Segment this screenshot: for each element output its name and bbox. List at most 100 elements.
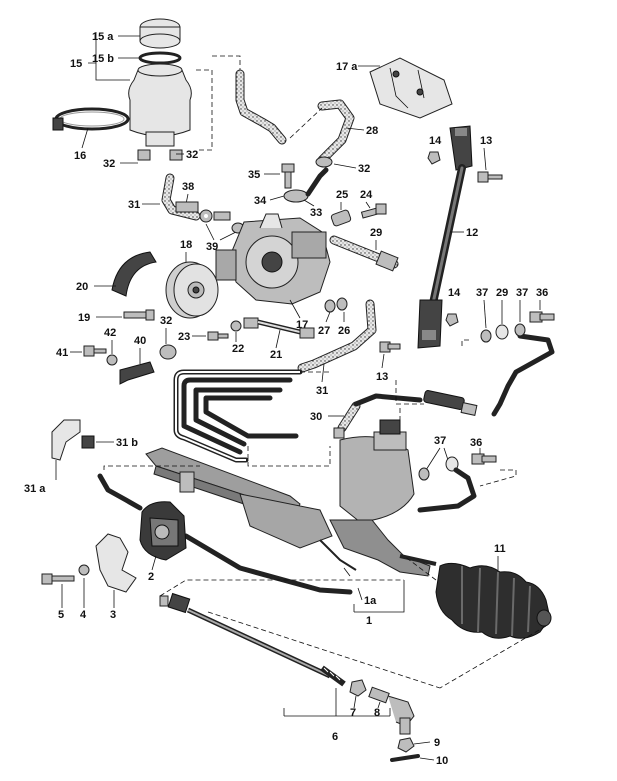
label-28: 28: [366, 125, 378, 137]
label-31b: 31: [316, 385, 328, 397]
label-2: 2: [148, 571, 154, 583]
reservoir-assembly: [128, 18, 192, 161]
label-35: 35: [248, 169, 260, 181]
banjo-fitting-33: [283, 167, 329, 203]
bolt-36b: [471, 453, 497, 465]
label-31bb: 31 b: [116, 437, 138, 449]
boot-11: [435, 562, 552, 639]
label-32a: 32: [103, 158, 115, 170]
label-15a: 15 a: [92, 31, 114, 43]
label-16: 16: [74, 150, 86, 162]
label-15: 15: [70, 58, 82, 70]
cotter-pin-10: [390, 754, 420, 762]
bolt-36a: [529, 311, 555, 323]
label-37a: 37: [476, 287, 488, 299]
label-29b: 29: [496, 287, 508, 299]
label-22: 22: [232, 343, 244, 355]
belt-guard-20: [111, 251, 157, 297]
label-13b: 13: [376, 371, 388, 383]
label-30: 30: [310, 411, 322, 423]
label-25: 25: [336, 189, 348, 201]
label-12: 12: [466, 227, 478, 239]
label-31a: 31: [128, 199, 140, 211]
label-19: 19: [78, 312, 90, 324]
hose-31-upper: [161, 173, 201, 221]
spacer-25: [330, 209, 352, 227]
power-steering-pump-17: [215, 213, 331, 305]
label-23: 23: [178, 331, 190, 343]
steering-shaft-12: [417, 125, 473, 349]
label-33: 33: [310, 207, 322, 219]
label-38: 38: [182, 181, 194, 193]
tie-rod-6: [159, 592, 346, 687]
label-29a: 29: [370, 227, 382, 239]
label-14a: 14: [429, 135, 442, 147]
hose-clamp-16: [52, 107, 130, 131]
label-7: 7: [350, 707, 356, 719]
label-26: 26: [338, 325, 350, 337]
label-10: 10: [436, 755, 448, 767]
label-6: 6: [332, 731, 338, 743]
label-1a: 1a: [364, 595, 377, 607]
label-27: 27: [318, 325, 330, 337]
nut-7: [349, 679, 367, 697]
label-8: 8: [374, 707, 380, 719]
pipe-21: [243, 317, 315, 339]
label-14b: 14: [448, 287, 461, 299]
hose-31-lower: [297, 299, 377, 373]
bracket-17a: [369, 57, 453, 119]
bolt-13a: [477, 171, 503, 183]
pulley-18: [165, 261, 219, 319]
bracket-31a: [51, 419, 95, 461]
label-39: 39: [206, 241, 218, 253]
label-13a: 13: [480, 135, 492, 147]
hose-28: [317, 99, 355, 165]
steering-rack-1: [145, 419, 437, 577]
bushing-2: [139, 501, 187, 561]
hose-29: [329, 235, 399, 272]
bolt-41: [83, 345, 107, 357]
hose-30: [333, 393, 423, 439]
bracket-40: [119, 361, 155, 385]
label-32b: 32: [186, 149, 198, 161]
bolt-24: [360, 203, 387, 219]
label-3: 3: [110, 609, 116, 621]
label-41: 41: [56, 347, 68, 359]
label-17a: 17 a: [336, 61, 358, 73]
clamp-32d: [159, 344, 177, 360]
label-5: 5: [58, 609, 64, 621]
label-37c: 37: [434, 435, 446, 447]
bolt-19: [123, 309, 155, 321]
label-32c: 32: [358, 163, 370, 175]
label-31aa: 31 a: [24, 483, 46, 495]
tie-rod-end-8: [368, 686, 415, 735]
label-1: 1: [366, 615, 372, 627]
label-11: 11: [494, 543, 506, 555]
label-21: 21: [270, 349, 282, 361]
label-20: 20: [76, 281, 88, 293]
label-36a: 36: [536, 287, 548, 299]
label-15b: 15 b: [92, 53, 114, 65]
bolt-35: [281, 163, 295, 189]
label-34: 34: [254, 195, 267, 207]
label-40: 40: [134, 335, 146, 347]
clamp-32c: [315, 156, 333, 168]
cooler-pipe-loop: [173, 369, 303, 463]
label-42: 42: [104, 327, 116, 339]
label-4: 4: [80, 609, 87, 621]
label-36b: 36: [470, 437, 482, 449]
label-group-15: 15 a 15 b 15 16 32 32: [70, 31, 198, 170]
bolt-5: [41, 573, 75, 585]
label-32d: 32: [160, 315, 172, 327]
reservoir-body: [128, 69, 192, 137]
bolt-23: [207, 331, 229, 341]
hose-upper: [235, 69, 287, 145]
label-18: 18: [180, 239, 192, 251]
return-pipe-right: [423, 333, 555, 417]
label-9: 9: [434, 737, 440, 749]
clamp-3: [95, 533, 137, 593]
label-37b: 37: [516, 287, 528, 299]
fitting-38: [175, 201, 231, 223]
bolt-13b: [379, 341, 401, 353]
